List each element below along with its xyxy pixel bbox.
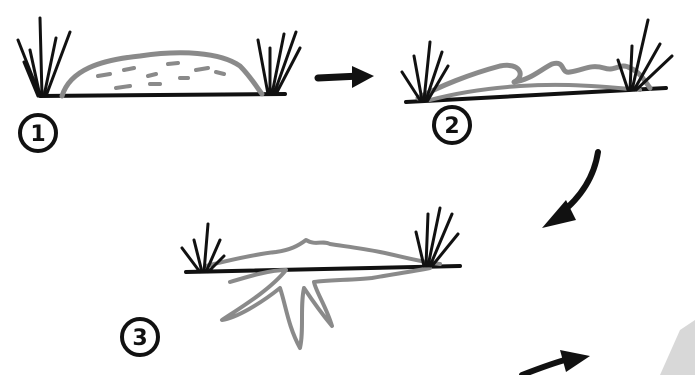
stage-1-mound — [59, 50, 265, 99]
step-label-1: 1 — [30, 122, 45, 147]
page-corner-shadow — [660, 320, 695, 375]
stage-2-flattened-mound — [415, 60, 653, 101]
grass-tuft-icon — [16, 16, 72, 98]
stage-2-flattened-mound-lower — [428, 82, 642, 102]
grass-tuft-icon — [180, 222, 226, 274]
arrow-down-left-icon — [542, 149, 601, 228]
grass-tuft-icon — [414, 206, 460, 268]
arrow-partial-icon — [519, 350, 590, 375]
step-number-3: 3 — [120, 317, 160, 357]
step-label-3: 3 — [132, 326, 147, 351]
stage-1: 1 — [16, 16, 302, 153]
grass-tuft-icon — [616, 18, 674, 92]
stage-3-root-channels — [204, 238, 442, 350]
stage-1-mound-specks — [96, 61, 226, 90]
step-number-1: 1 — [18, 113, 58, 153]
grass-tuft-icon — [256, 30, 302, 96]
step-label-2: 2 — [444, 114, 459, 139]
arrow-right-icon — [314, 66, 374, 88]
stage-3-ground-line — [184, 264, 462, 274]
stage-2: 2 — [400, 18, 674, 145]
step-number-2: 2 — [432, 105, 472, 145]
stage-3: 3 — [120, 206, 462, 357]
grass-tuft-icon — [400, 40, 450, 102]
stage-1-ground-line — [38, 92, 287, 98]
